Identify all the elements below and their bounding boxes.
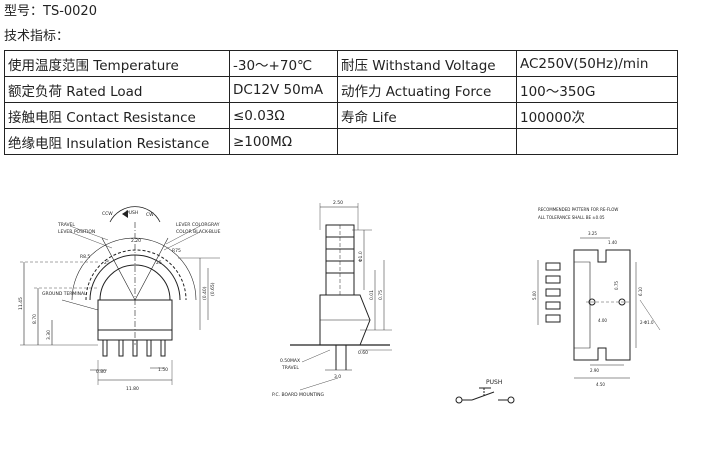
front-ground-terminal-label: GROUND TERMINAL	[42, 291, 87, 297]
side-dim-phi-1-0: Φ1.0	[358, 251, 364, 262]
table-row: 接触电阻 Contact Resistance ≤0.03Ω 寿命 Life 1…	[4, 102, 678, 129]
spec-value: ≥100MΩ	[229, 128, 338, 155]
spec-label: 寿命 Life	[337, 102, 517, 129]
push-label: PUSH	[486, 379, 502, 386]
front-dim-25: 25	[104, 260, 110, 266]
front-dim-11-45: 11.45	[18, 297, 24, 310]
spec-value: AC250V(50Hz)/min	[516, 50, 678, 77]
footprint-dim-0-75: 0.75	[614, 281, 619, 290]
spec-table: 使用温度范围 Temperature -30～+70℃ 耐压 Withstand…	[4, 50, 678, 155]
side-dim-0-75: 0.75	[378, 290, 384, 300]
spec-label: 动作力 Actuating Force	[337, 76, 517, 103]
footprint-dim-1-40: 1.40	[608, 240, 617, 245]
front-view-drawing: TRAVEL LEVER POSITION CCW PUSH CW LEVER …	[18, 206, 221, 392]
front-dim-3-30: 3.30	[46, 330, 52, 340]
side-max-travel: 0.50MAX	[280, 358, 300, 364]
footprint-dim-2-phi: 2-Φ1.0	[640, 320, 654, 325]
front-cw-label: CW	[146, 212, 154, 218]
front-dim-0-80: 0.80	[96, 369, 106, 375]
front-ccw-label: CCW	[102, 211, 113, 217]
spec-label: 接触电阻 Contact Resistance	[4, 102, 230, 129]
spec-label: 额定负荷 Rated Load	[4, 76, 230, 103]
side-dim-0-60: 0.60	[358, 350, 368, 356]
table-row: 绝缘电阻 Insulation Resistance ≥100MΩ	[4, 128, 678, 155]
side-dim-2-50: 2.50	[333, 200, 343, 206]
technical-drawing: TRAVEL LEVER POSITION CCW PUSH CW LEVER …	[18, 200, 661, 404]
front-dim-0-40: (0.40)	[202, 286, 208, 300]
front-dim-0-65: (0.65)	[210, 282, 216, 296]
spec-label: 绝缘电阻 Insulation Resistance	[4, 128, 230, 155]
footprint-drawing: RECOMMENDED PATTERN FOR RE-FLOW ALL TOLE…	[532, 207, 661, 387]
model-line: 型号：TS-0020	[4, 4, 97, 19]
front-lever-colorgray-label: LEVER COLORGRAY	[176, 222, 220, 228]
front-lever-position-label: LEVER POSITION	[58, 229, 95, 235]
front-dim-8-70: 8.70	[32, 314, 38, 324]
footprint-dim-2-90: 2.90	[590, 368, 599, 373]
footprint-dim-4-50: 4.50	[596, 382, 605, 387]
front-dim-r8-5: R8.5	[80, 254, 90, 260]
footprint-dim-3-25: 3.25	[588, 231, 597, 236]
push-switch-symbol: PUSH	[455, 379, 515, 404]
footprint-dim-5-00: 5.00	[532, 291, 537, 300]
spec-value: ≤0.03Ω	[229, 102, 338, 129]
front-travel-label: TRAVEL	[57, 222, 75, 228]
front-dim-1-50: 1.50	[158, 367, 168, 373]
front-dim-11-80: 11.80	[126, 386, 139, 392]
spec-label: 使用温度范围 Temperature	[4, 50, 230, 77]
side-dim-0-01: 0.01	[369, 290, 375, 300]
side-view-drawing: 2.50 0.60 0.50MAX TRAVEL 3.0 P.C. BOARD …	[272, 200, 392, 398]
spec-value: 100～350G	[516, 76, 678, 103]
front-dim-25b: 25	[156, 260, 162, 266]
front-push-label: PUSH	[126, 210, 138, 216]
side-dim-3-0: 3.0	[334, 374, 341, 380]
table-row: 额定负荷 Rated Load DC12V 50mA 动作力 Actuating…	[4, 76, 678, 103]
footprint-note1: RECOMMENDED PATTERN FOR RE-FLOW	[538, 207, 618, 212]
footprint-dim-6-10: 6.10	[638, 287, 643, 296]
side-travel: TRAVEL	[281, 365, 299, 371]
front-color-black-blue-label: COLOR BLACK-BLUE	[176, 229, 221, 235]
front-dim-2-20: 2.20	[131, 238, 141, 244]
spec-value: 100000次	[516, 102, 678, 129]
spec-value	[516, 128, 678, 155]
table-row: 使用温度范围 Temperature -30～+70℃ 耐压 Withstand…	[4, 50, 678, 77]
front-dim-r75: R75	[172, 248, 181, 254]
spec-label: 耐压 Withstand Voltage	[337, 50, 517, 77]
spec-heading: 技术指标：	[4, 29, 70, 44]
spec-value: DC12V 50mA	[229, 76, 338, 103]
footprint-note2: ALL TOLERANCE SHALL BE ±0.05	[538, 215, 605, 220]
spec-label	[337, 128, 517, 155]
spec-value: -30～+70℃	[229, 50, 338, 77]
side-pc-board-label: P.C. BOARD MOUNTING	[272, 392, 325, 398]
footprint-dim-4-00: 4.00	[598, 318, 607, 323]
